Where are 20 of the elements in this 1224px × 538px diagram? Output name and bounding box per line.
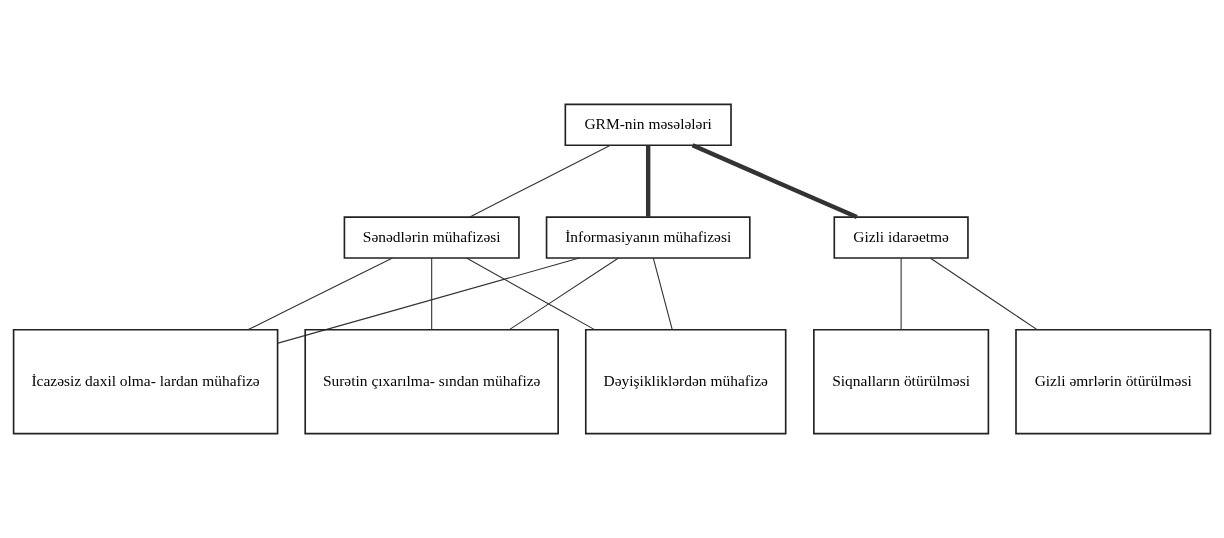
node-box: Siqnalların ötürülməsi (813, 328, 990, 435)
connector (691, 143, 858, 220)
node-box: GRM-nin məsələləri (564, 103, 732, 147)
node-box: Sənədlərin mühafizəsi (343, 216, 520, 259)
connector (900, 257, 902, 331)
connector (508, 257, 620, 331)
node-box: Gizli idarəetmə (833, 216, 969, 259)
connector (247, 257, 394, 331)
connector (277, 257, 580, 344)
connector (652, 257, 673, 331)
connector (431, 257, 433, 331)
node-box: İnformasiyanın mühafizəsi (545, 216, 751, 259)
connector (465, 257, 596, 331)
node-box: Dəyişikliklərdən mühafizə (584, 328, 787, 435)
connector (469, 144, 611, 218)
node-box: Surətin çıxarılma- sından mühafizə (304, 328, 559, 435)
node-box: Gizli əmrlərin ötürülməsi (1015, 328, 1212, 435)
node-box: İcazəsiz daxil olma- lardan mühafizə (12, 328, 279, 435)
connector (645, 145, 651, 217)
connector (929, 257, 1038, 331)
